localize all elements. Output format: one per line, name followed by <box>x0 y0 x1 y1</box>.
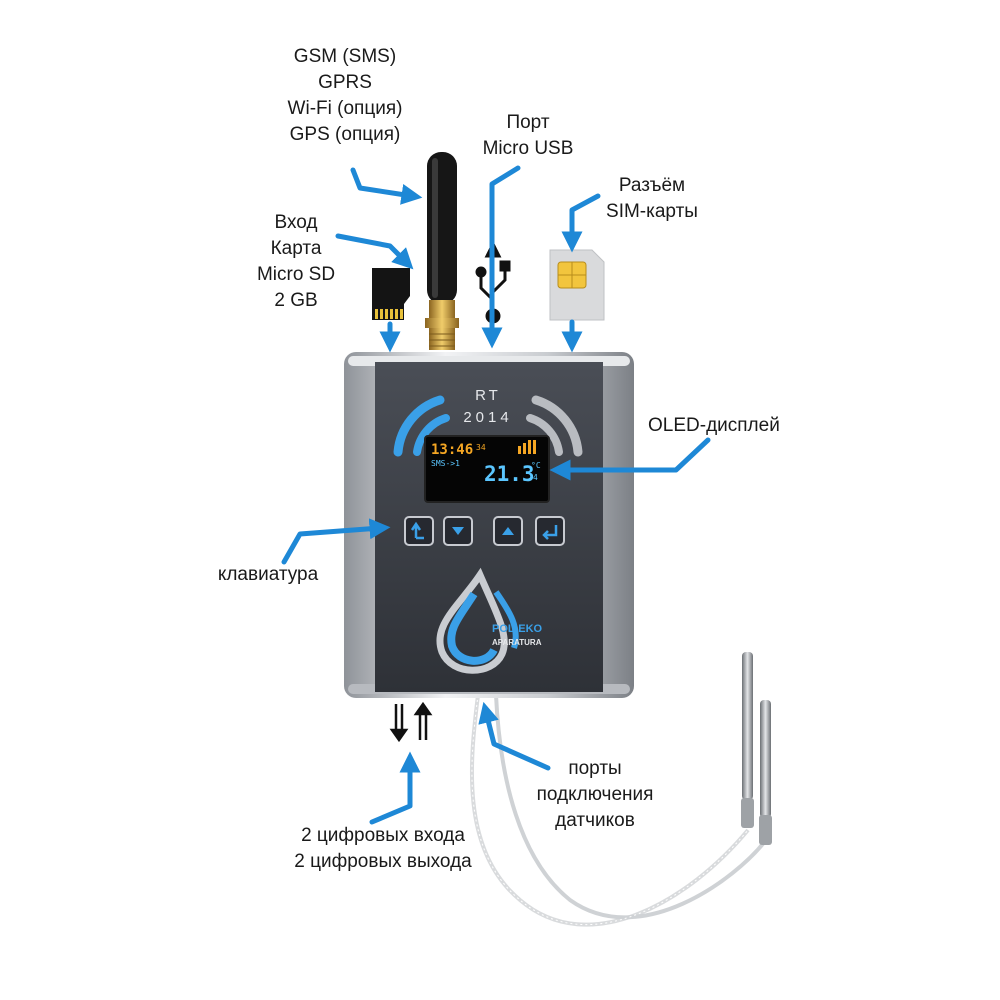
sensors-line-3: датчиков <box>555 810 635 831</box>
comms-line-2: GPRS <box>318 72 372 93</box>
arrow-keypad <box>281 518 391 565</box>
arrow-sd <box>335 233 414 270</box>
brand-subtitle: APARATURA <box>492 638 542 647</box>
back-button[interactable] <box>404 516 434 546</box>
oled-unit: °C <box>531 461 541 470</box>
wireless-waves-left <box>393 395 450 457</box>
comms-line-1: GSM (SMS) <box>293 46 397 67</box>
arrow-oled <box>549 437 711 481</box>
keypad-label: клавиатура <box>208 562 328 588</box>
sd-label: Вход Карта Micro SD 2 GB <box>244 210 348 314</box>
enter-button[interactable] <box>535 516 565 546</box>
oled-time: 13:46 <box>431 442 473 458</box>
oled-sms-status: SMS->1 <box>431 459 460 468</box>
sensor-cables <box>469 694 768 927</box>
temperature-probe-2 <box>759 700 772 845</box>
arrow-sim <box>561 193 601 253</box>
enter-icon <box>542 525 558 540</box>
sim-label: Разъём SIM-карты <box>592 173 712 225</box>
oled-channel: 4 <box>533 473 538 482</box>
micro-sd-card <box>372 268 410 320</box>
oled-label-text: OLED-дисплей <box>648 415 780 436</box>
sim-card <box>549 249 605 321</box>
comms-label: GSM (SMS) GPRS Wi-Fi (опция) GPS (опция) <box>270 44 420 148</box>
chevron-up-icon <box>502 527 514 535</box>
sd-line-4: 2 GB <box>274 290 318 311</box>
sd-line-1: Вход <box>274 212 318 233</box>
keypad <box>404 516 565 546</box>
comms-line-3: Wi-Fi (опция) <box>287 98 403 119</box>
chevron-down-icon <box>452 527 464 535</box>
sim-line-1: Разъём <box>618 175 686 196</box>
sensors-label: порты подключения датчиков <box>520 756 670 834</box>
arrow-comms <box>350 167 423 205</box>
arrow-io <box>369 751 421 825</box>
digital-io-icon <box>389 701 433 743</box>
oled-label: OLED-дисплей <box>648 413 780 439</box>
sd-line-2: Карта <box>270 238 322 259</box>
arrow-sensors <box>478 701 551 771</box>
sensors-line-1: порты <box>568 758 622 779</box>
model-name: RT <box>475 387 501 404</box>
wireless-waves-right <box>526 395 583 457</box>
sensors-line-2: подключения <box>536 784 654 805</box>
pol-eko-logo <box>436 567 519 674</box>
usb-line-1: Порт <box>506 112 550 133</box>
model-year: 2014 <box>463 409 512 426</box>
io-line-2: 2 цифровых выхода <box>294 851 472 872</box>
usb-line-2: Micro USB <box>482 138 574 159</box>
oled-seconds: 34 <box>476 443 486 452</box>
io-label: 2 цифровых входа 2 цифровых выхода <box>268 823 498 875</box>
signal-bars-icon <box>518 440 536 454</box>
back-icon <box>410 521 424 540</box>
oled-temperature: 21.3 <box>484 462 535 486</box>
temperature-probe-1 <box>741 652 754 828</box>
brand-name: POL-EKO <box>492 623 543 635</box>
sd-line-3: Micro SD <box>256 264 336 285</box>
arrow-usb <box>481 165 521 349</box>
sim-line-2: SIM-карты <box>606 201 698 222</box>
keypad-label-text: клавиатура <box>217 564 319 585</box>
gsm-antenna <box>425 152 459 350</box>
comms-line-4: GPS (опция) <box>289 124 401 145</box>
device-body <box>344 352 634 698</box>
usb-label: Порт Micro USB <box>468 110 588 162</box>
io-line-1: 2 цифровых входа <box>301 825 465 846</box>
